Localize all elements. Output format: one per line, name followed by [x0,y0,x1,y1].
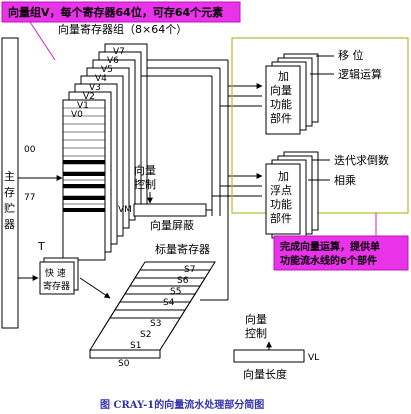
vector-register-label-v6: V6 [107,56,119,66]
op-reciprocal: 迭代求倒数 [334,154,389,167]
vector-register-label-v7: V7 [113,47,125,57]
header-callout-text: 向量组V，每个寄存器64位，可存64个元素 [8,5,223,19]
scalar-label-s3: S3 [150,319,161,329]
vector-mask-label: 向量屏蔽 [150,218,194,232]
op-logic: 逻辑运算 [338,67,382,81]
op-shift: 移 位 [338,48,364,62]
add-unit-text-4: 部件 [270,111,292,125]
row-label-77: 77 [24,193,35,203]
add-unit-text-3: 功能 [270,97,292,111]
scalar-register-title: 标量寄存器 [155,242,210,256]
float-unit-text-1: 加 [278,170,289,183]
add-vector-functional-unit: 加 向量 功能 部件 [265,53,319,135]
vector-register-label-v5: V5 [101,65,113,75]
figure-caption: 图 CRAY-1的向量流水处理部分简图 [100,398,264,411]
scalar-label-s4: S4 [163,298,175,308]
scalar-label-s5: S5 [170,287,181,297]
scalar-label-s1: S1 [130,341,141,351]
vl-label: VL [308,353,319,363]
vector-control-text-2: 控制 [134,177,156,191]
scalar-register-stack [89,261,216,359]
float-unit-text-3: 功能 [270,197,292,211]
scalar-label-s0: S0 [118,359,130,369]
float-functional-unit: 加 浮点 功能 部件 [265,151,319,239]
right-callout-text-2: 功能流水线的6个部件 [280,254,377,267]
right-callout: 完成向量运算，提供单 功能流水线的6个部件 [273,235,409,271]
main-memory-char-2: 存 [4,185,15,199]
vector-control2-text-2: 控制 [245,326,267,340]
row-label-00: 00 [24,145,36,155]
header-callout: 向量组V，每个寄存器64位，可存64个元素 [1,1,241,23]
vector-register-label-v1: V1 [77,101,89,111]
main-memory-char-1: 主 [4,170,15,183]
add-unit-text-1: 加 [278,70,289,83]
vector-register-group-title: 向量寄存器组（8×64个） [58,22,187,36]
vector-register-label-v3: V3 [89,83,101,93]
float-unit-text-2: 浮点 [270,184,292,197]
main-memory: 主 存 贮 器 [1,37,19,329]
functional-units-frame [231,37,409,214]
fast-register-text-2: 寄存器 [43,280,70,292]
fast-register [39,261,75,295]
vector-length-label: 向量长度 [243,367,287,381]
right-callout-text-1: 完成向量运算，提供单 [280,240,380,253]
vector-control2-text-1: 向量 [245,312,267,326]
vector-register-stack [62,43,148,261]
scalar-label-s6: S6 [177,276,189,286]
main-memory-char-3: 贮 [4,202,15,215]
vm-label: VM [118,205,132,215]
t-label: T [37,240,45,253]
float-unit-text-4: 部件 [270,211,292,225]
scalar-label-s2: S2 [140,330,151,340]
fast-register-text-1: 快 速 [45,267,66,279]
main-memory-char-4: 器 [4,218,15,231]
vector-length-register [233,349,305,363]
vector-register-label-v4: V4 [95,74,107,84]
vector-mask-register [133,203,207,217]
vector-register-label-v2: V2 [83,92,95,102]
vector-bus-lines [141,59,262,216]
op-multiply: 相乘 [334,174,356,187]
vector-register-label-v0: V0 [71,110,83,120]
scalar-label-s7: S7 [184,265,195,275]
header-callout-pointer [29,21,56,61]
add-unit-text-2: 向量 [270,83,292,97]
vector-control-text-1: 向量 [134,163,156,177]
